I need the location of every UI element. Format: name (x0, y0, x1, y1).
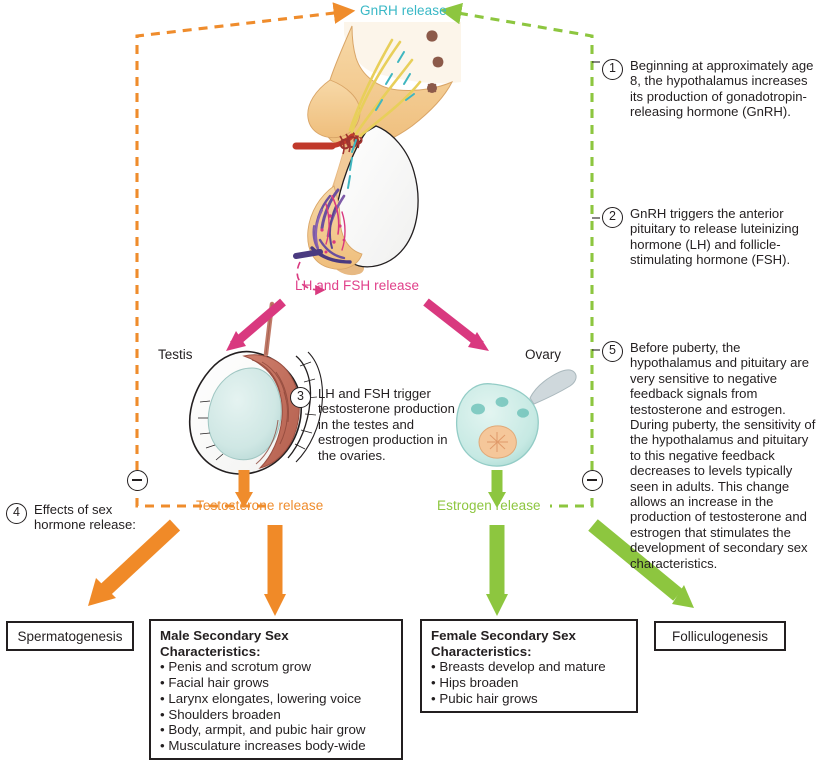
male-box-item: • Larynx elongates, lowering voice (160, 690, 362, 706)
hypothalamus-pituitary-illustration (292, 22, 461, 296)
testosterone-release-label: Testosterone release (196, 498, 324, 513)
ovary-illustration (455, 369, 577, 467)
female-box-item: • Pubic hair grows (431, 690, 538, 706)
testis-label: Testis (158, 347, 193, 362)
testosterone-negative-feedback-path (135, 2, 356, 470)
callout-2-number: 2 (602, 207, 623, 228)
testosterone-effect-arrows (88, 519, 286, 616)
folliculogenesis-label: Folliculogenesis (671, 628, 769, 644)
callout-4: 4 Effects of sex hormone release: (6, 502, 136, 533)
callout-4-number: 4 (6, 503, 27, 524)
callout-1: 1 Beginning at approximately age 8, the … (602, 58, 816, 120)
spermatogenesis-box: Spermatogenesis (6, 621, 134, 651)
lh-fsh-to-gonads-arrows (226, 298, 489, 351)
callout-3-text: LH and FSH trigger testosterone producti… (318, 386, 455, 463)
callout-4-text: Effects of sex hormone release: (34, 502, 136, 533)
callout-1-text: Beginning at approximately age 8, the hy… (630, 58, 814, 120)
male-box-item: • Shoulders broaden (160, 706, 281, 722)
callout-5-text: Before puberty, the hypothalamus and pit… (630, 340, 816, 571)
negative-feedback-icon-right (582, 470, 603, 491)
ovary-label: Ovary (525, 347, 562, 362)
female-box-title-line2: Characteristics: (431, 643, 532, 659)
male-box-item: • Musculature increases body-wide (160, 738, 366, 754)
callout-1-number: 1 (602, 59, 623, 80)
gnrh-release-label: GnRH release (360, 3, 447, 18)
lh-fsh-release-label: LH and FSH release (295, 278, 420, 293)
callout-3-number: 3 (290, 387, 311, 408)
male-box-item: • Penis and scrotum grow (160, 659, 311, 675)
testis-illustration (188, 301, 324, 475)
female-box-title-line1: Female Secondary Sex (431, 628, 576, 643)
callout-2: 2 GnRH triggers the anterior pituitary t… (602, 206, 816, 268)
negative-feedback-icon-left (127, 470, 148, 491)
callout-5-number: 5 (602, 341, 623, 362)
estrogen-release-arrow (488, 470, 506, 508)
male-secondary-sex-characteristics-box: Male Secondary Sex Characteristics: • Pe… (149, 619, 403, 760)
callout-bracket-lines (592, 61, 600, 351)
male-box-item: • Body, armpit, and pubic hair grow (160, 722, 366, 738)
male-box-item: • Facial hair grows (160, 674, 269, 690)
female-secondary-sex-characteristics-box: Female Secondary Sex Characteristics: • … (420, 619, 638, 713)
estrogen-negative-feedback-path (439, 2, 594, 470)
callout-3: 3 LH and FSH trigger testosterone produc… (290, 386, 455, 463)
testosterone-release-arrow (235, 470, 253, 508)
male-box-title-line2: Characteristics: (160, 643, 261, 659)
folliculogenesis-box: Folliculogenesis (654, 621, 786, 651)
spermatogenesis-label: Spermatogenesis (17, 628, 123, 644)
callout-2-text: GnRH triggers the anterior pituitary to … (630, 206, 799, 268)
male-box-title-line1: Male Secondary Sex (160, 628, 289, 643)
female-box-item: • Breasts develop and mature (431, 659, 606, 675)
female-box-item: • Hips broaden (431, 674, 519, 690)
estrogen-effect-arrows (486, 519, 694, 616)
callout-5: 5 Before puberty, the hypothalamus and p… (602, 340, 818, 571)
estrogen-release-label: Estrogen release (437, 498, 541, 513)
